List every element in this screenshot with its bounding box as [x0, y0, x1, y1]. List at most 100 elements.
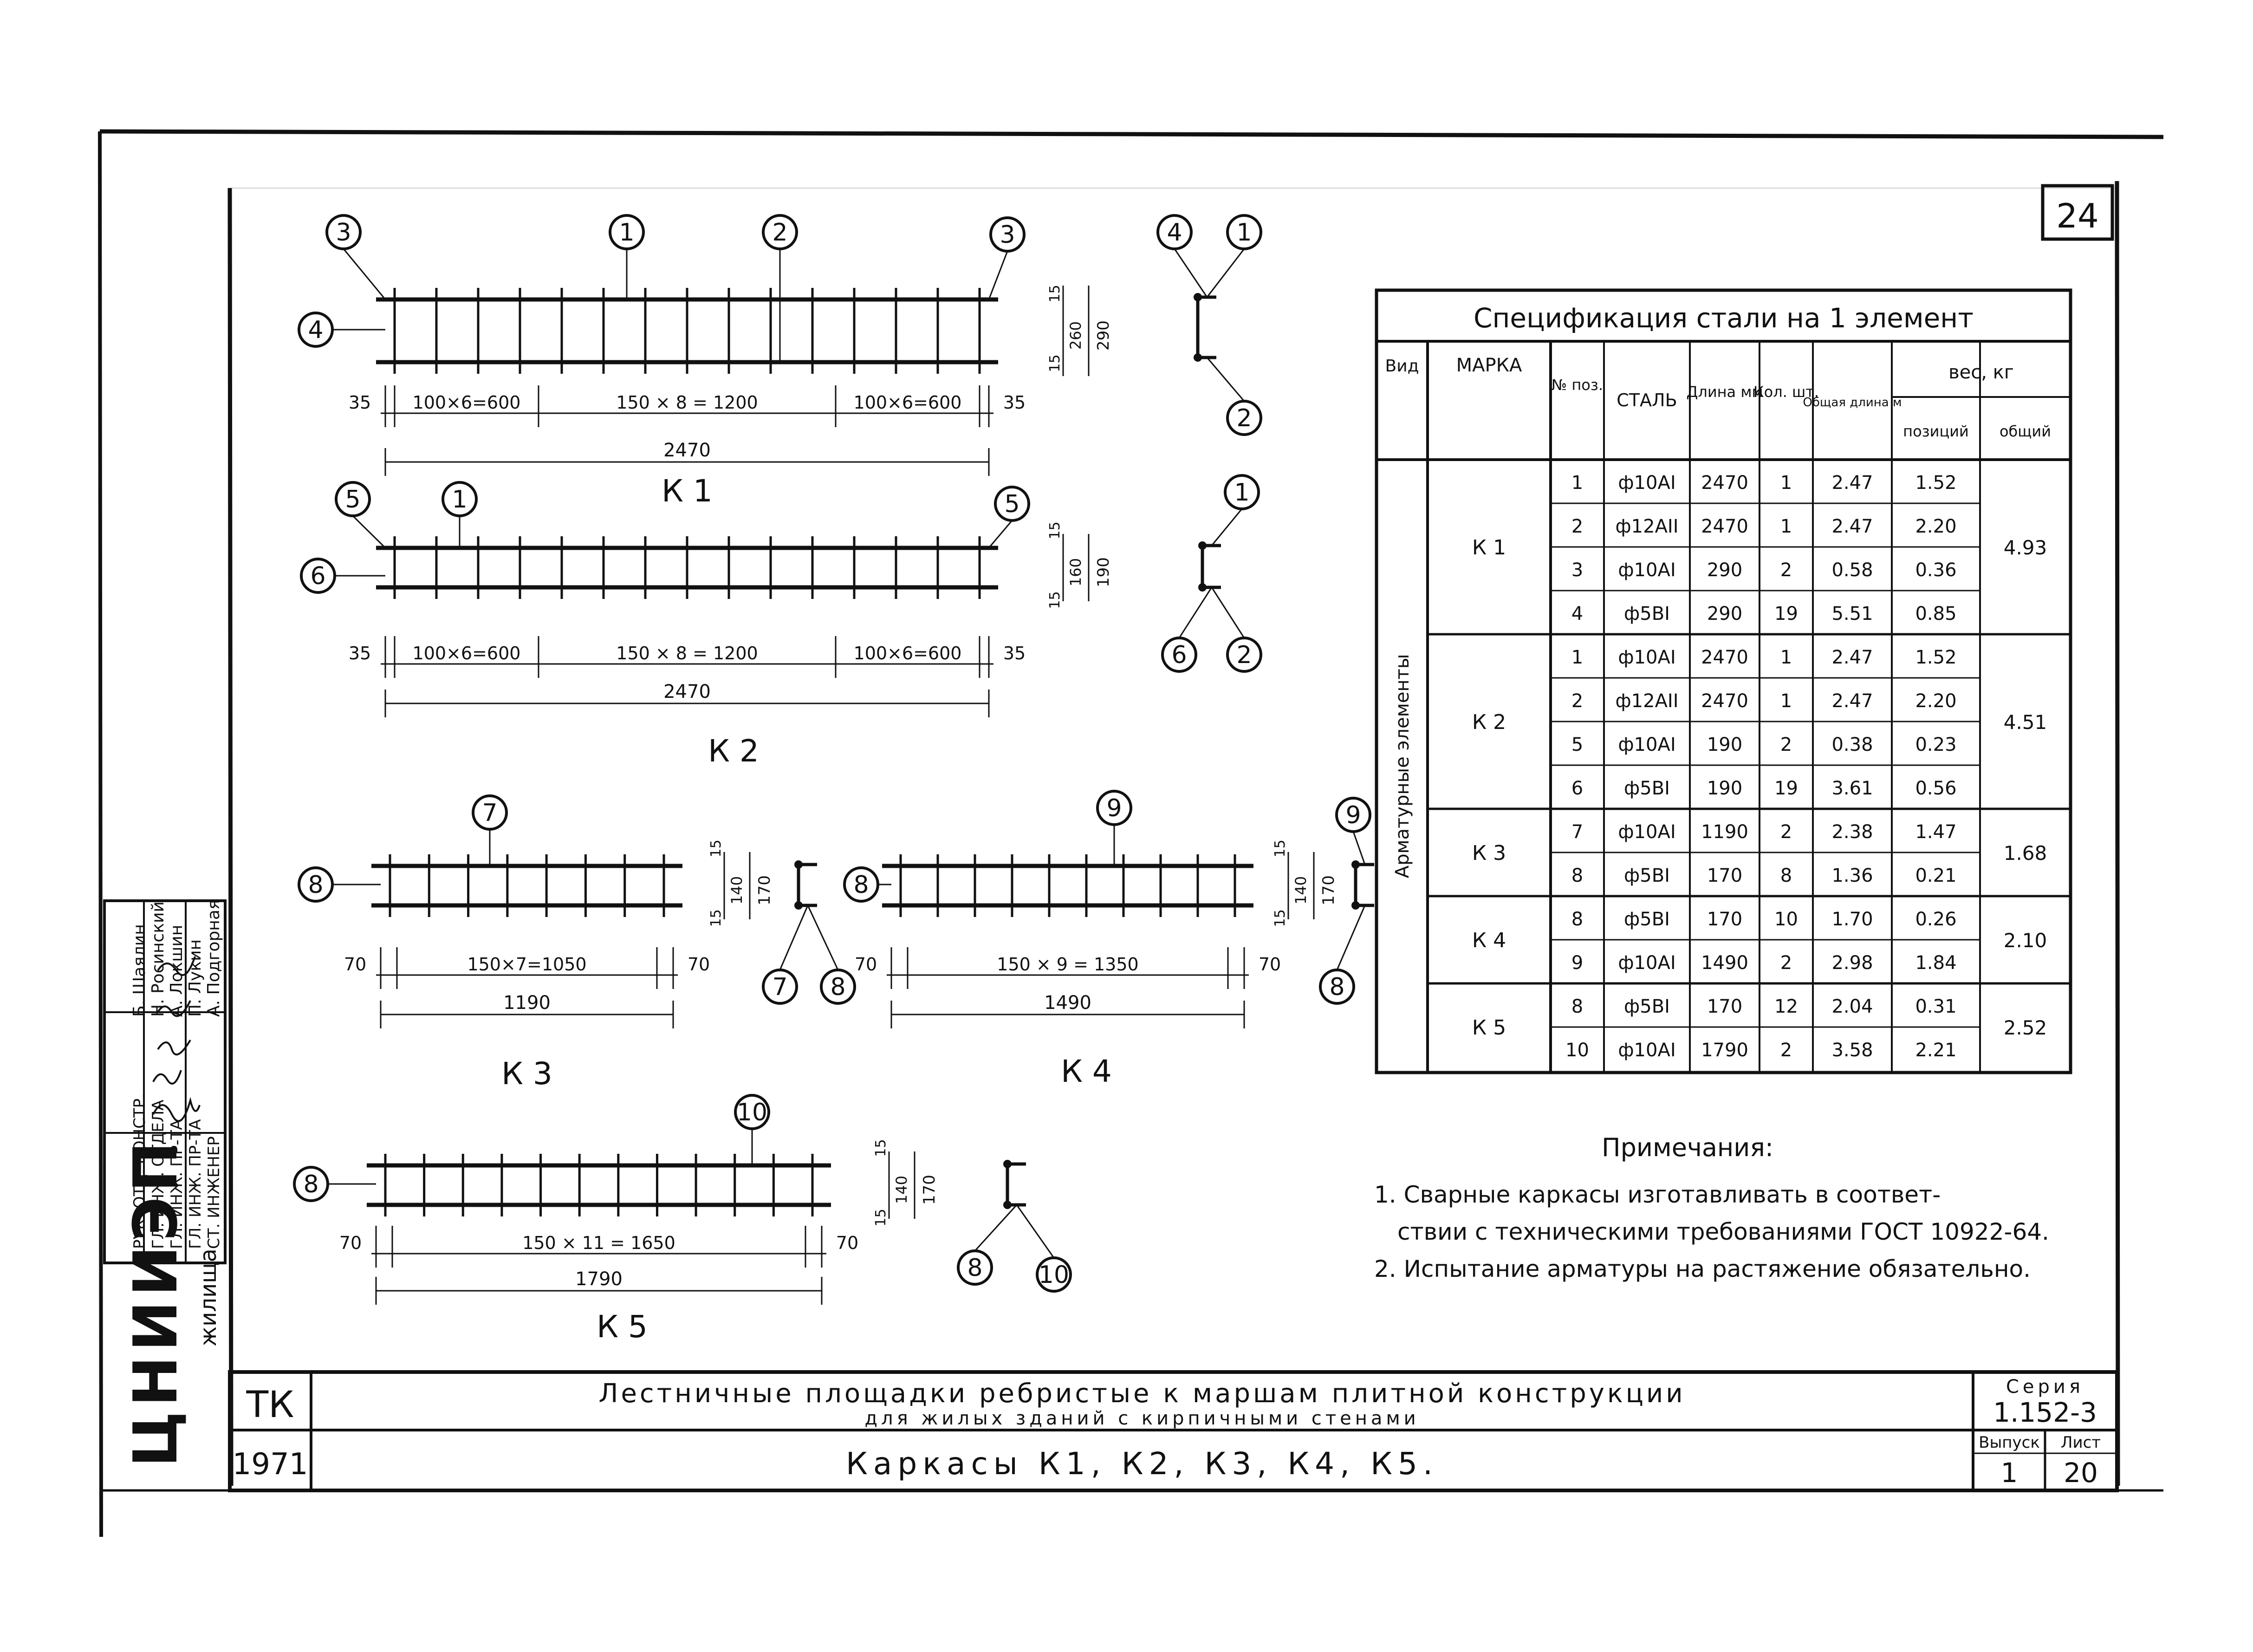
height-dim-text: 140 — [893, 1176, 910, 1204]
spec-cell: 8 — [1571, 996, 1583, 1017]
spec-cell: 1790 — [1701, 1040, 1748, 1061]
dim-text: 70 — [836, 1233, 858, 1253]
position-circle — [734, 1094, 770, 1130]
height-dim-text: 170 — [1319, 875, 1338, 905]
spec-cell: 1.84 — [1915, 952, 1956, 974]
dim-text: 150 × 8 = 1200 — [616, 643, 758, 663]
notes-line-2: ствии с техническими требованиями ГОСТ 1… — [1397, 1218, 2049, 1245]
position-mark-8: 8 — [843, 866, 879, 903]
spec-cell: 290 — [1707, 603, 1742, 624]
spec-group-total: 4.93 — [2004, 536, 2047, 559]
spec-cell: 2470 — [1701, 472, 1748, 494]
position-circle — [1226, 400, 1262, 436]
position-circle — [298, 312, 334, 348]
spec-header-ves-poz: позиций — [1903, 423, 1969, 440]
section-mark-8: 8 — [957, 1249, 993, 1286]
spec-header-pos: № поз. — [1552, 376, 1603, 394]
spec-group-label: Арматурные элементы — [1392, 654, 1413, 878]
spec-cell: 2 — [1780, 559, 1792, 581]
spec-cell: ф10АI — [1618, 952, 1675, 974]
spec-cell: 2 — [1780, 821, 1792, 843]
section-bar-dot — [1198, 583, 1207, 592]
spec-cell: 2.47 — [1831, 690, 1873, 712]
spec-cell: 1.52 — [1915, 472, 1956, 494]
dim-text: 70 — [344, 954, 366, 975]
height-dim-text: 15 — [1272, 839, 1288, 857]
section-bar-dot — [1351, 860, 1360, 869]
dim-text: 100×6=600 — [854, 392, 962, 413]
spec-cell: 3.58 — [1831, 1040, 1873, 1061]
spec-cell: 2.47 — [1831, 516, 1873, 537]
section-bar-dot — [1194, 353, 1202, 362]
spec-cell: ф5ВI — [1624, 865, 1670, 886]
stamp-vypusk-label: Выпуск — [1979, 1433, 2040, 1452]
spec-cell: ф10АI — [1618, 734, 1675, 755]
frame-label: К 5 — [597, 1309, 648, 1345]
height-dim-text: 15 — [1272, 909, 1288, 927]
spec-cell: 170 — [1707, 909, 1742, 930]
position-circle — [989, 216, 1026, 253]
height-dim-text: 15 — [708, 839, 724, 857]
spec-cell: ф10АI — [1618, 1040, 1675, 1061]
spec-cell: 19 — [1774, 603, 1798, 624]
spec-group-total: 1.68 — [2004, 842, 2047, 865]
position-number: 1 — [619, 219, 634, 247]
spec-cell: 2 — [1780, 734, 1792, 755]
position-circle — [1036, 1256, 1072, 1293]
spec-cell: 1 — [1780, 516, 1792, 537]
stamp-seria: 1.152-3 — [1993, 1397, 2097, 1428]
position-circle — [1161, 637, 1197, 673]
leader-line — [988, 251, 1008, 300]
position-circle — [1226, 637, 1262, 673]
position-circle — [994, 486, 1030, 522]
position-mark-9: 9 — [1096, 790, 1132, 826]
position-number: 2 — [772, 219, 787, 247]
spec-header-obsch-dlina: Общая длина м — [1803, 396, 1902, 410]
frame-label: К 2 — [708, 733, 759, 769]
spec-cell: 0.56 — [1915, 778, 1956, 799]
position-circle — [335, 481, 371, 517]
title-block: ТК 1971 Лестничные площадки ребристые к … — [228, 1370, 2119, 1492]
position-mark-1: 1 — [442, 481, 478, 517]
position-mark-5: 5 — [335, 481, 371, 517]
frame-label: К 4 — [1061, 1054, 1112, 1089]
spec-cell: ф5ВI — [1624, 909, 1670, 930]
leader-line — [1174, 248, 1208, 298]
spec-cell: ф12АII — [1615, 690, 1678, 712]
side-stamp-role-4: ГЛ. ИНЖ. ПР-ТА — [186, 1119, 205, 1249]
dim-text: 35 — [349, 392, 371, 413]
spec-header-ves: вес, кг — [1948, 362, 2014, 383]
spec-cell: 2.38 — [1831, 821, 1873, 843]
spec-cell: 3 — [1571, 559, 1583, 581]
dim-text: 35 — [349, 643, 371, 663]
position-circle — [293, 1166, 329, 1202]
position-circle — [1224, 474, 1260, 510]
position-number: 5 — [1004, 490, 1019, 518]
position-mark-7: 7 — [472, 794, 508, 831]
spec-cell: 0.21 — [1915, 865, 1956, 886]
dim-text: 70 — [1259, 954, 1281, 975]
height-dim-text: 160 — [1067, 558, 1084, 586]
spec-cell: 19 — [1774, 778, 1798, 799]
spec-cell: 190 — [1707, 778, 1742, 799]
dim-text: 35 — [1003, 643, 1026, 663]
section-mark-1: 1 — [1226, 214, 1262, 250]
position-number: 1 — [452, 486, 467, 514]
spec-header-vid: Вид — [1385, 357, 1419, 376]
stamp-list: 20 — [2064, 1457, 2098, 1489]
position-number: 8 — [303, 1171, 318, 1198]
spec-cell: 2.21 — [1915, 1040, 1956, 1061]
side-stamp: РУК. ОТД. КОНСТР. ГЛ. ИНЖ. ОТДЕЛА ГЛ. ИН… — [103, 899, 227, 1264]
position-circle — [300, 558, 336, 594]
height-dim-text: 15 — [1047, 285, 1063, 302]
height-dim-text: 170 — [920, 1175, 939, 1205]
frame-label: К 3 — [501, 1056, 552, 1092]
position-circle — [1319, 969, 1355, 1005]
